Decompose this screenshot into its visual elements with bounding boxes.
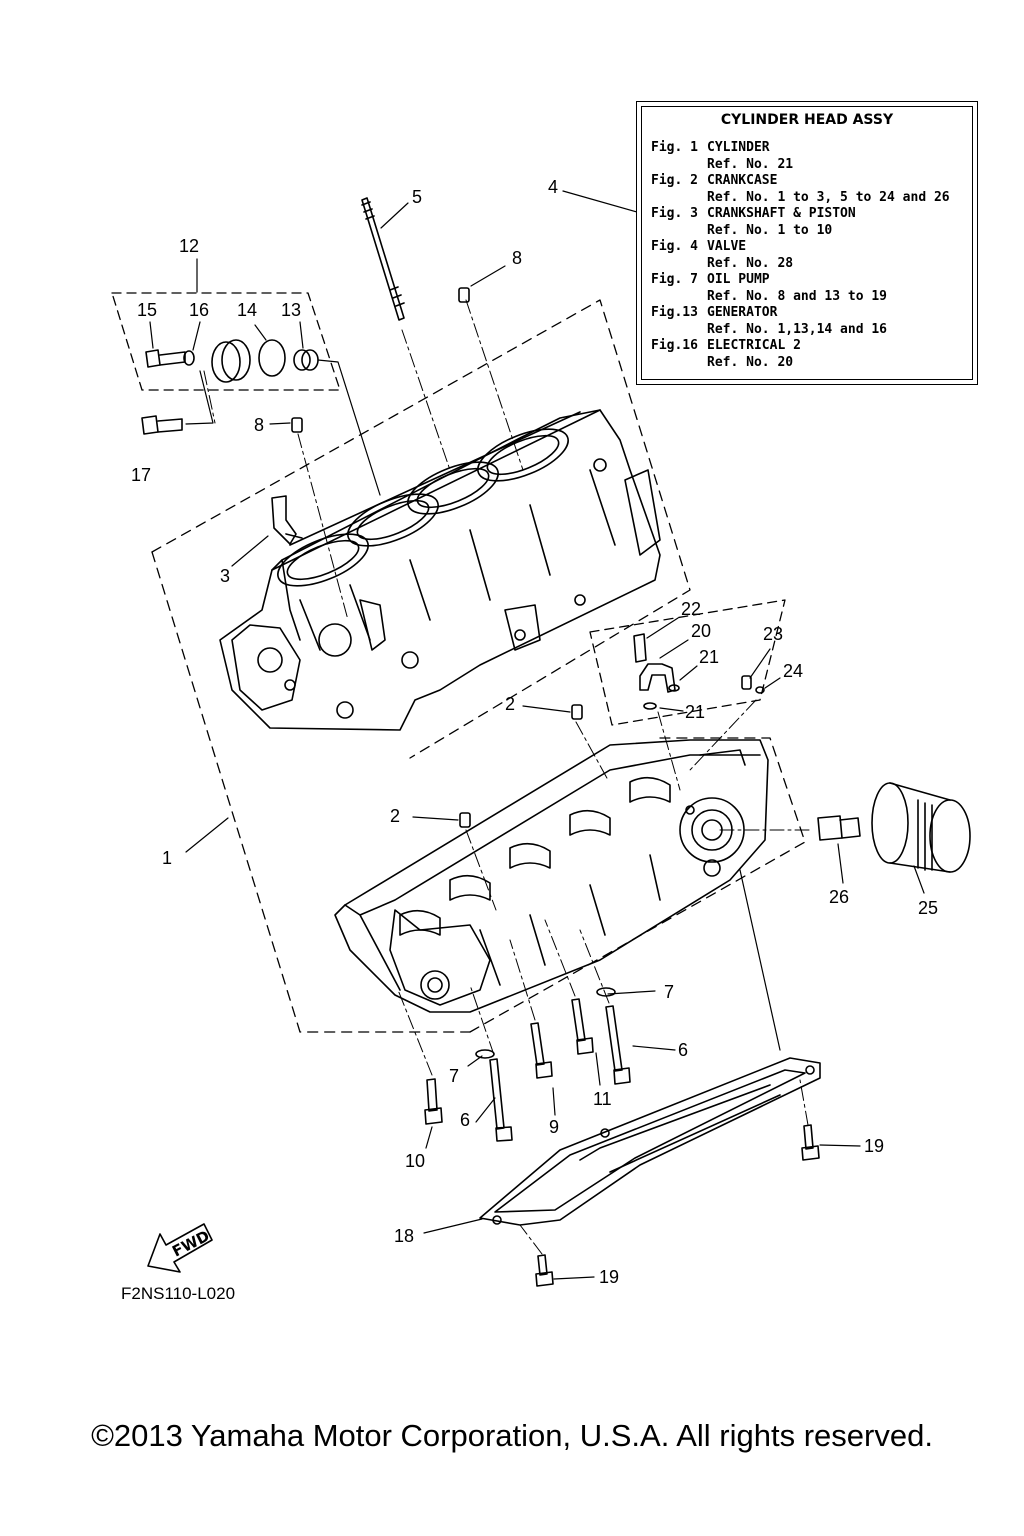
callout-3: 3 xyxy=(220,566,231,586)
callout-7: 7 xyxy=(664,982,675,1002)
legend-ref: Ref. No. 1 to 10 xyxy=(707,222,833,238)
callout-12: 12 xyxy=(179,236,200,256)
callout-14: 14 xyxy=(237,300,258,320)
legend-ref: Ref. No. 21 xyxy=(707,156,794,172)
callout-4: 4 xyxy=(548,177,559,197)
bolt-17 xyxy=(141,415,183,435)
callout-10: 10 xyxy=(405,1151,426,1171)
oil-pan xyxy=(479,1057,821,1226)
callout-6: 6 xyxy=(678,1040,689,1060)
seal-kit-parts xyxy=(145,339,319,383)
callout-15: 15 xyxy=(137,300,158,320)
legend-inner-border xyxy=(641,106,973,380)
callout-19: 19 xyxy=(599,1267,620,1287)
oil-filter xyxy=(871,782,971,873)
dowel-pins xyxy=(291,287,583,828)
callout-6: 6 xyxy=(460,1110,471,1130)
union-bolt xyxy=(817,815,861,841)
legend-ref: Ref. No. 28 xyxy=(707,255,794,271)
callout-18: 18 xyxy=(394,1226,415,1246)
callout-24: 24 xyxy=(783,661,804,681)
callout-26: 26 xyxy=(829,887,850,907)
oil-hose-parts xyxy=(633,633,765,710)
callout-16: 16 xyxy=(189,300,210,320)
callout-20: 20 xyxy=(691,621,712,641)
callout-2: 2 xyxy=(505,694,516,714)
legend-ref: Ref. No. 8 and 13 to 19 xyxy=(707,288,888,304)
callout-22: 22 xyxy=(681,599,702,619)
lower-bolts xyxy=(424,987,820,1287)
callout-2: 2 xyxy=(390,806,401,826)
callout-19: 19 xyxy=(864,1136,885,1156)
callout-13: 13 xyxy=(281,300,302,320)
callout-17: 17 xyxy=(131,465,152,485)
group-box-oil-hose xyxy=(589,599,786,726)
leader-lines xyxy=(149,190,925,1280)
centerlines xyxy=(203,299,811,1255)
callout-23: 23 xyxy=(763,624,784,644)
legend-ref: Ref. No. 1 to 3, 5 to 24 and 26 xyxy=(707,189,950,205)
callout-8: 8 xyxy=(254,415,265,435)
upper-crankcase xyxy=(219,409,661,731)
lower-crankcase xyxy=(334,739,769,1013)
legend-ref: Ref. No. 20 xyxy=(707,354,794,370)
callout-5: 5 xyxy=(412,187,423,207)
figure-code: F2NS110-L020 xyxy=(121,1284,236,1303)
callout-9: 9 xyxy=(549,1117,560,1137)
breather-hose xyxy=(271,495,303,545)
group-box-oil-seal-kit xyxy=(111,292,341,391)
callout-8: 8 xyxy=(512,248,523,268)
callout-21: 21 xyxy=(685,702,706,722)
callout-25: 25 xyxy=(918,898,939,918)
copyright-notice: ©2013 Yamaha Motor Corporation, U.S.A. A… xyxy=(91,1418,933,1453)
stud-bolt xyxy=(361,197,405,321)
callout-11: 11 xyxy=(593,1089,612,1109)
fwd-arrow xyxy=(147,1223,213,1273)
legend-title: CYLINDER HEAD ASSY xyxy=(720,112,894,128)
callout-21: 21 xyxy=(699,647,720,667)
callout-7: 7 xyxy=(449,1066,460,1086)
callout-1: 1 xyxy=(162,848,173,868)
legend-ref: Ref. No. 1,13,14 and 16 xyxy=(707,321,888,337)
